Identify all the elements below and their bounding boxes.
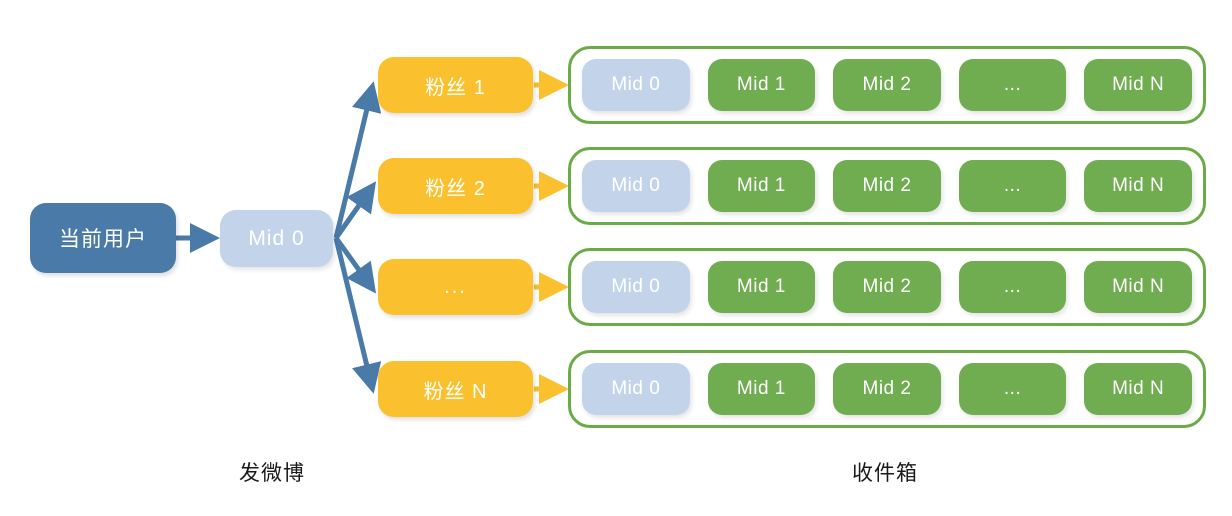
- fan-card-label: 粉丝 2: [425, 177, 486, 200]
- current-user-label: 当前用户: [59, 228, 147, 251]
- inbox-row-3: Mid 0 Mid 1 Mid 2 ... Mid N: [568, 248, 1206, 326]
- fan-card-label: 粉丝 1: [425, 76, 486, 99]
- arrow-mid0-to-fan-4: [333, 237, 382, 394]
- inbox-pill-midn: Mid N: [1084, 261, 1192, 313]
- arrow-mid0-to-fan-3: [333, 236, 377, 294]
- inbox-pill-mid0: Mid 0: [582, 160, 690, 212]
- inbox-pill-mid1: Mid 1: [707, 59, 816, 111]
- fan-card-4: 粉丝 N: [378, 361, 533, 417]
- inbox-row-4: Mid 0 Mid 1 Mid 2 ... Mid N: [568, 350, 1206, 428]
- fan-card-1: 粉丝 1: [378, 57, 533, 113]
- inbox-row-2: Mid 0 Mid 1 Mid 2 ... Mid N: [568, 147, 1206, 225]
- inbox-pill-mid2: Mid 2: [833, 59, 941, 111]
- inbox-pill-ellipsis: ...: [958, 363, 1067, 415]
- inbox-pill-mid0: Mid 0: [582, 363, 690, 415]
- inbox-pill-ellipsis: ...: [958, 261, 1067, 313]
- fan-card-label: ...: [444, 275, 467, 298]
- inbox-pill-mid0: Mid 0: [582, 59, 690, 111]
- inbox-pill-midn: Mid N: [1084, 59, 1192, 111]
- source-mid0-node: Mid 0: [220, 210, 333, 267]
- current-user-node: 当前用户: [30, 203, 176, 273]
- inbox-pill-mid0: Mid 0: [582, 261, 690, 313]
- inbox-pill-midn: Mid N: [1084, 160, 1192, 212]
- arrow-mid0-to-fan-2: [333, 181, 377, 240]
- inbox-pill-mid1: Mid 1: [707, 160, 816, 212]
- inbox-pill-mid1: Mid 1: [707, 363, 816, 415]
- fan-card-2: 粉丝 2: [378, 158, 533, 214]
- inbox-pill-mid1: Mid 1: [707, 261, 816, 313]
- caption-post-weibo: 发微博: [239, 462, 305, 485]
- fan-card-3: ...: [378, 259, 533, 315]
- inbox-pill-ellipsis: ...: [958, 59, 1067, 111]
- inbox-pill-mid2: Mid 2: [833, 261, 941, 313]
- inbox-pill-mid2: Mid 2: [833, 363, 941, 415]
- source-mid0-label: Mid 0: [248, 226, 305, 250]
- caption-inbox: 收件箱: [852, 462, 918, 485]
- inbox-pill-mid2: Mid 2: [833, 160, 941, 212]
- fan-card-label: 粉丝 N: [423, 380, 488, 403]
- inbox-row-1: Mid 0 Mid 1 Mid 2 ... Mid N: [568, 46, 1206, 124]
- inbox-pill-midn: Mid N: [1084, 363, 1192, 415]
- inbox-pill-ellipsis: ...: [958, 160, 1067, 212]
- arrow-mid0-to-fan-1: [333, 81, 382, 239]
